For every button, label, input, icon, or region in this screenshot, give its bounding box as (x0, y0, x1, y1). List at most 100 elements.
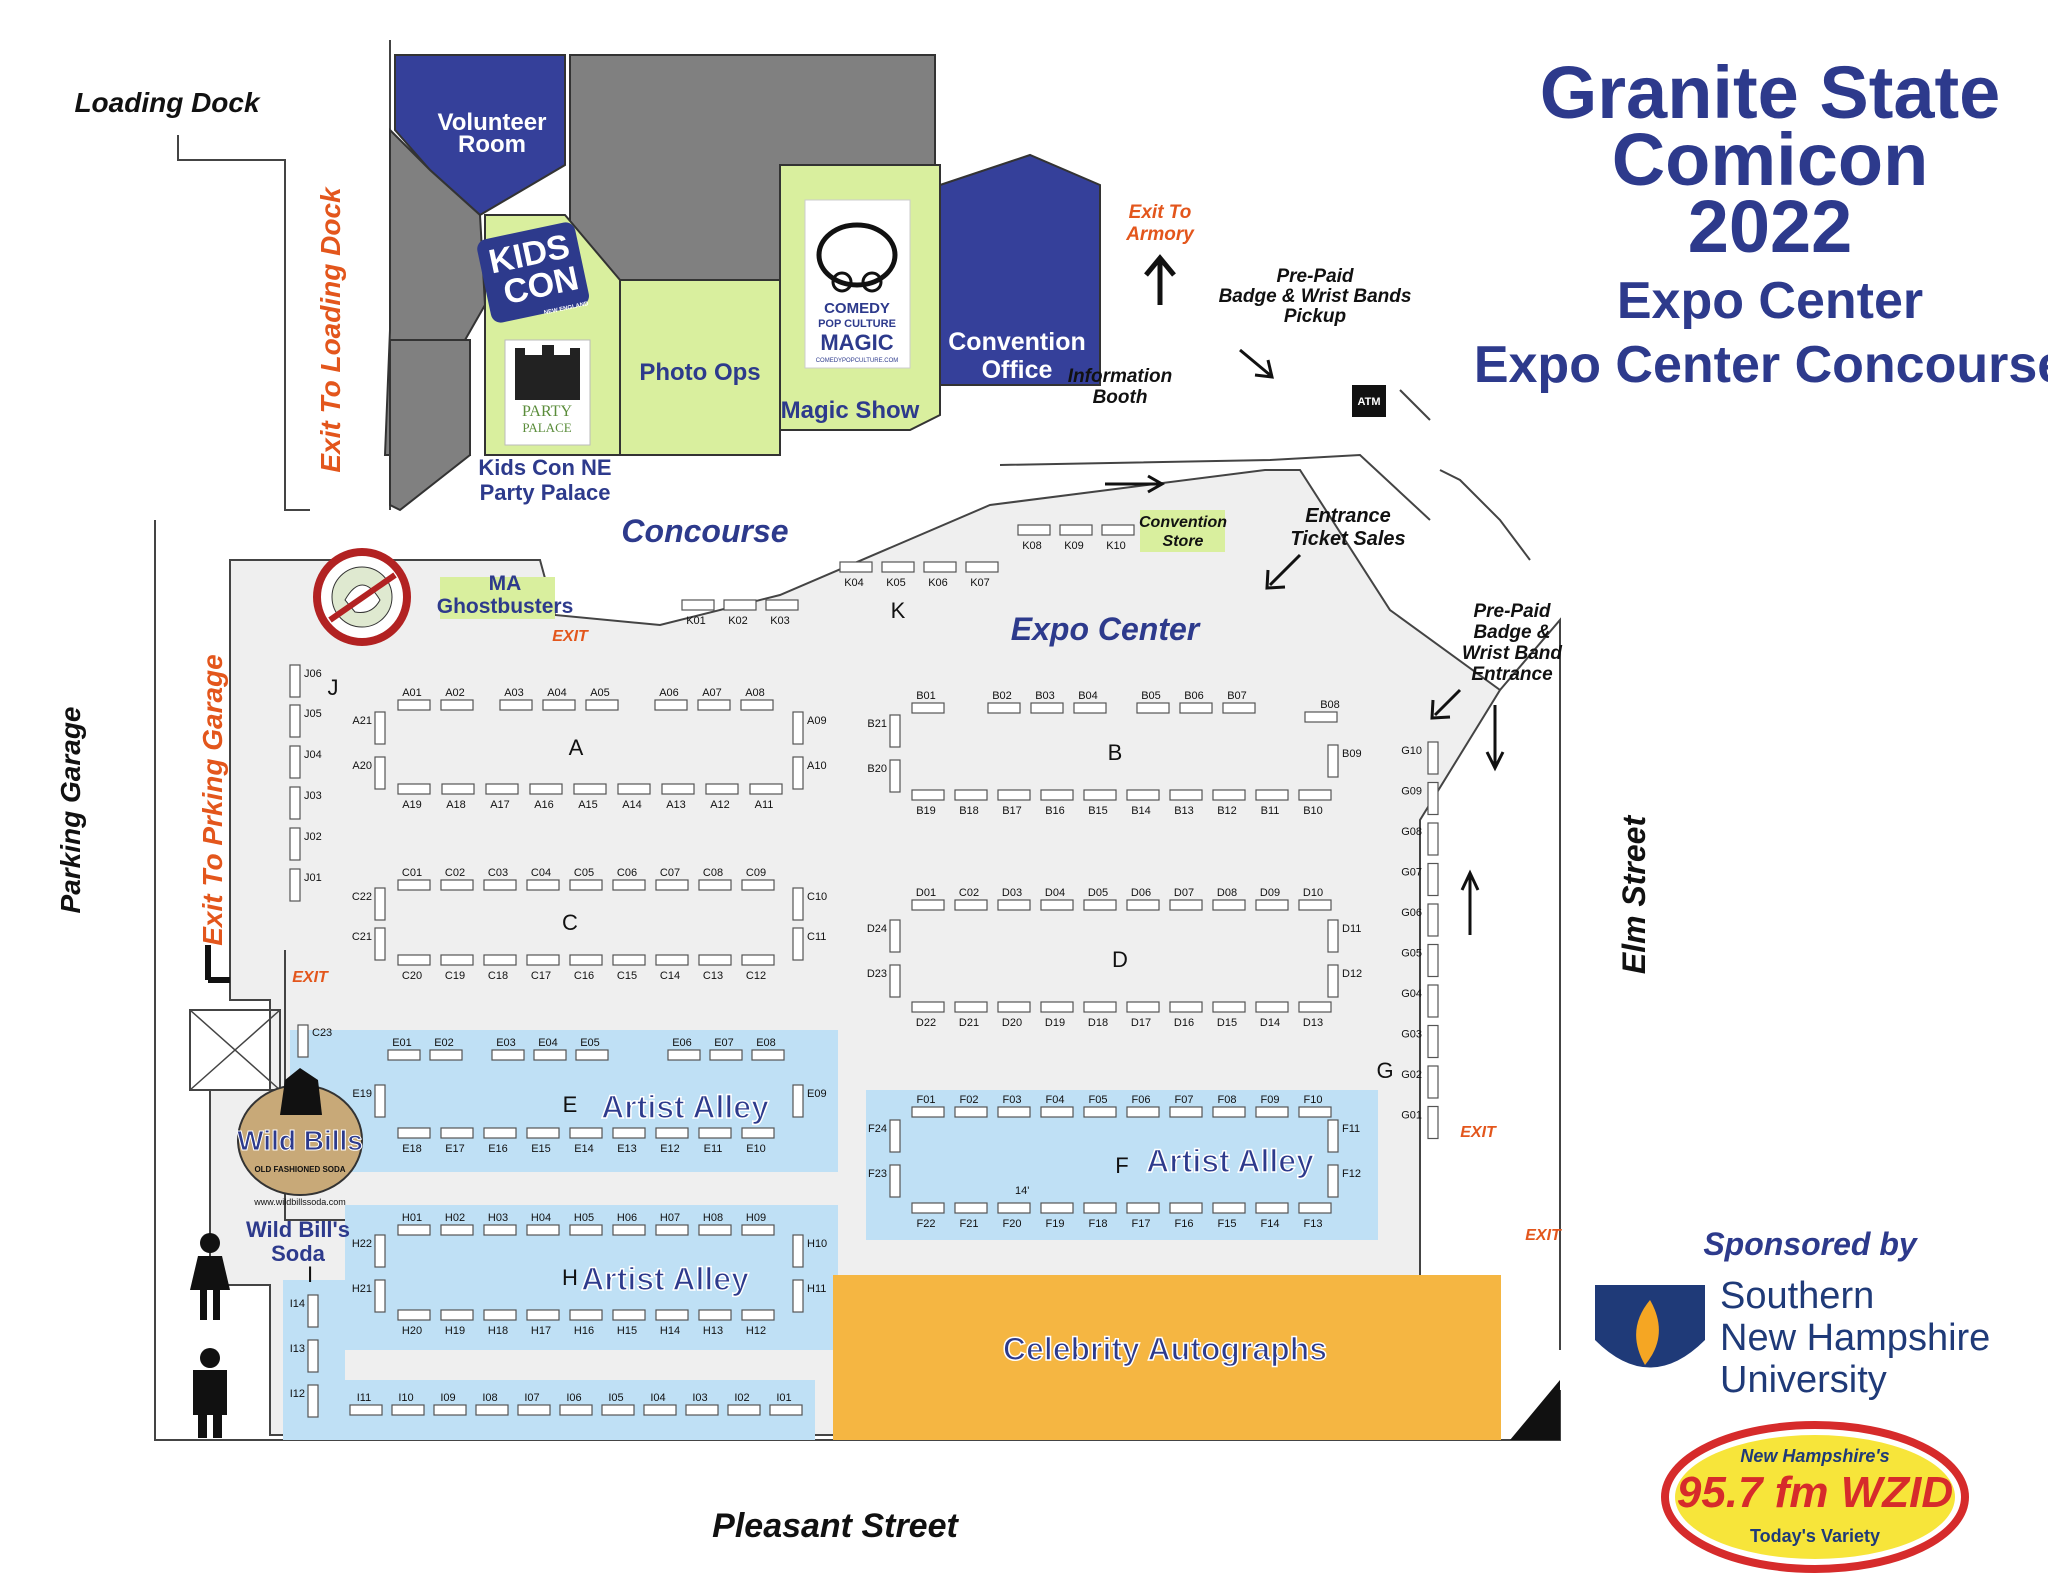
booth-label: I01 (776, 1392, 791, 1404)
booth-e19: E19 (352, 1084, 386, 1118)
section-letters: A B C D E F G H I J K (307, 598, 1394, 1290)
booth-label: J06 (304, 668, 322, 680)
celebrity-autographs-label: Celebrity Autographs (1003, 1331, 1327, 1367)
booth-label: F23 (868, 1168, 887, 1180)
booth-e01: E01 (387, 1037, 421, 1061)
booth-label: E18 (402, 1143, 422, 1155)
prepaid-entrance-label-2: Badge & (1473, 622, 1550, 643)
section-a-label: A (569, 735, 584, 760)
booth-h20: H20 (397, 1309, 431, 1337)
booth-label: A08 (745, 687, 765, 699)
booth-f04: F04 (1040, 1094, 1074, 1118)
atm-label: ATM (1357, 396, 1380, 408)
section-e-label: E (563, 1092, 578, 1117)
booth-label: C13 (703, 970, 723, 982)
section-g-label: G (1376, 1058, 1393, 1083)
booth-label: H20 (402, 1325, 422, 1337)
concourse-labels: Concourse Expo Center MA Ghostbusters Co… (313, 266, 1562, 935)
magic-logo-text-2: POP CULTURE (818, 318, 896, 330)
booth-h19: H19 (440, 1309, 474, 1337)
booth-label: D21 (959, 1017, 979, 1029)
booth-d16: D16 (1169, 1001, 1203, 1029)
booth-g02: G02 (1401, 1065, 1439, 1099)
booth-d09: D09 (1255, 887, 1289, 911)
booth-f16: F16 (1169, 1202, 1203, 1230)
booth-d23: D23 (867, 964, 901, 998)
section-d-label: D (1112, 947, 1128, 972)
booth-g04: G04 (1401, 984, 1439, 1018)
booth-label: J03 (304, 790, 322, 802)
booth-label: F05 (1089, 1094, 1108, 1106)
booth-label: F07 (1175, 1094, 1194, 1106)
booth-f15: F15 (1212, 1202, 1246, 1230)
booth-label: I14 (290, 1298, 305, 1310)
booth-b03: B03 (1030, 690, 1064, 714)
artist-alley-f-label: Artist Alley (1146, 1143, 1314, 1179)
booth-label: A12 (710, 799, 730, 811)
booth-a05: A05 (585, 687, 619, 711)
booth-label: F24 (868, 1123, 887, 1135)
booth-label: B03 (1035, 690, 1055, 702)
booth-b19: B19 (911, 789, 945, 817)
booth-e02: E02 (429, 1037, 463, 1061)
wzid-main: 95.7 fm WZID (1677, 1468, 1953, 1517)
booth-label: G05 (1401, 948, 1422, 960)
booth-label: B14 (1131, 805, 1151, 817)
booth-e12: E12 (655, 1127, 689, 1155)
streets: Loading Dock Pleasant Street Elm Street … (55, 87, 1652, 1545)
kids-con-logo: KIDS CON NEW ENGLAND (477, 222, 590, 323)
stair-well (189, 1009, 281, 1091)
dimension-note: 14' (1015, 1185, 1029, 1197)
arrow-down-icon (1485, 705, 1505, 772)
booth-b17: B17 (997, 789, 1031, 817)
booth-label: F21 (960, 1218, 979, 1230)
booth-b04: B04 (1073, 690, 1107, 714)
booth-label: B06 (1184, 690, 1204, 702)
booth-label: D14 (1260, 1017, 1280, 1029)
photo-ops-label: Photo Ops (639, 359, 760, 386)
booth-c02: C02 (954, 887, 988, 911)
booth-c04: C04 (526, 867, 560, 891)
booth-g03: G03 (1401, 1024, 1439, 1059)
pleasant-street-label: Pleasant Street (712, 1507, 959, 1545)
booth-d18: D18 (1083, 1001, 1117, 1029)
booth-label: D19 (1045, 1017, 1065, 1029)
booth-c16: C16 (569, 954, 603, 982)
booth-label: H22 (352, 1238, 372, 1250)
booth-label: F09 (1261, 1094, 1280, 1106)
prepaid-entrance-label-3: Wrist Band (1462, 643, 1562, 664)
booth-label: I03 (692, 1392, 707, 1404)
booth-c19: C19 (440, 954, 474, 982)
kids-con-label-2: Party Palace (480, 480, 611, 505)
booth-label: F11 (1342, 1123, 1360, 1135)
booth-h14: H14 (655, 1309, 689, 1337)
booth-f06: F06 (1126, 1094, 1160, 1118)
booth-a19: A19 (397, 783, 431, 811)
booth-label: C23 (312, 1027, 332, 1039)
convention-office-label: Convention (948, 328, 1086, 356)
ghostbusters-label-2: Ghostbusters (437, 595, 574, 618)
arrow-up-icon (1144, 254, 1176, 305)
booth-h16: H16 (569, 1309, 603, 1337)
booth-d21: D21 (954, 1001, 988, 1029)
booth-b12: B12 (1212, 789, 1246, 817)
booth-label: D20 (1002, 1017, 1022, 1029)
booth-e05: E05 (575, 1037, 609, 1061)
booth-a18: A18 (441, 783, 475, 811)
booth-label: E14 (574, 1143, 594, 1155)
booth-h06: H06 (612, 1212, 646, 1236)
title-line1: Granite State (1540, 51, 2001, 134)
zones: Artist Alley Artist Alley Artist Alley C… (283, 1030, 1501, 1440)
party-palace-logo-text-2: PALACE (522, 420, 571, 435)
booth-h05: H05 (569, 1212, 603, 1236)
exit-label-concourse: EXIT (552, 628, 589, 645)
section-c-label: C (562, 910, 578, 935)
booth-label: F19 (1046, 1218, 1065, 1230)
booth-label: F04 (1046, 1094, 1065, 1106)
booth-label: H09 (746, 1212, 766, 1224)
booth-label: E16 (488, 1143, 508, 1155)
booth-label: K03 (770, 615, 790, 627)
booth-label: H19 (445, 1325, 465, 1337)
booth-h17: H17 (526, 1309, 560, 1337)
booth-label: A16 (534, 799, 554, 811)
